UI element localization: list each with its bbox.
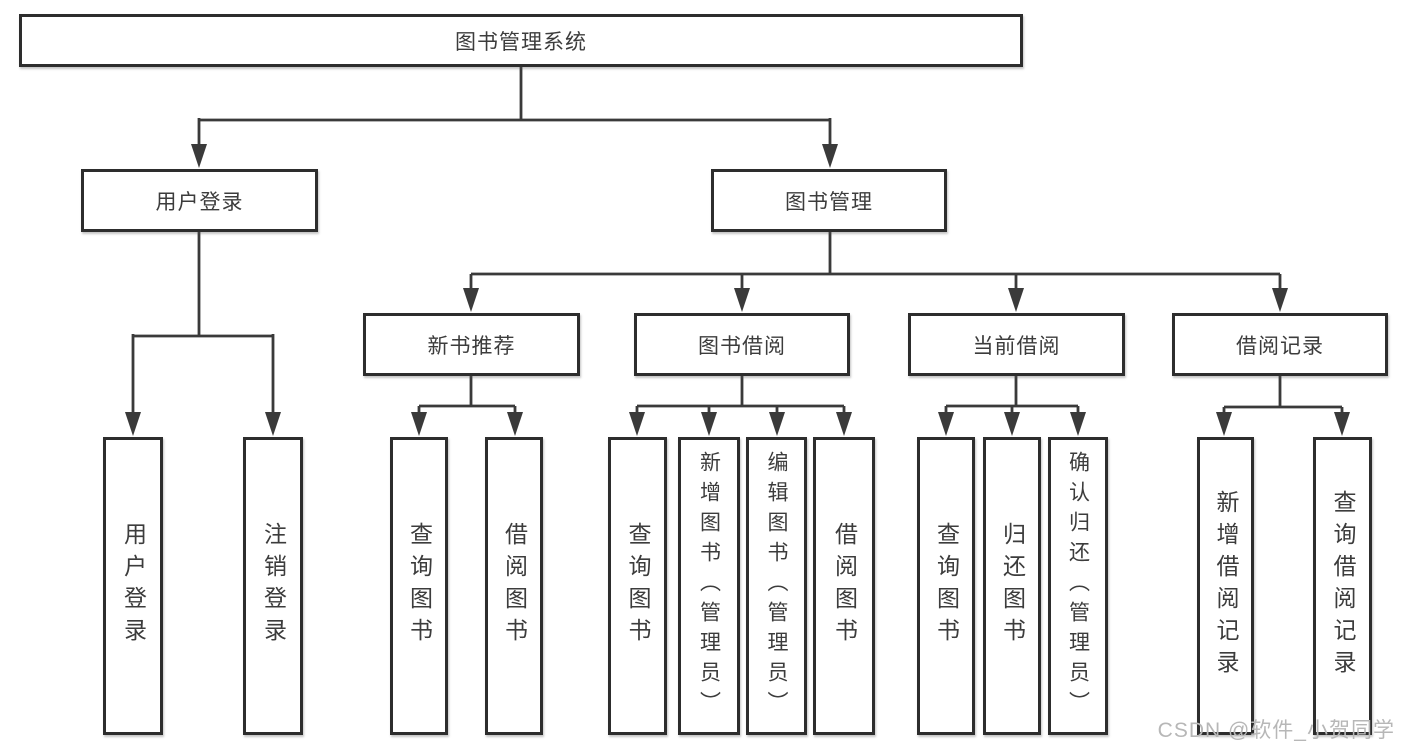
node-book-management: 图书管理 <box>711 169 947 232</box>
node-user-login: 用户登录 <box>81 169 318 232</box>
connector-book-mgmt-to-groups <box>469 232 1282 296</box>
connector-records-to-leaves <box>1222 376 1344 420</box>
leaf-logout-label: 注销登录 <box>260 522 287 650</box>
node-new-book-recommend-label: 新书推荐 <box>427 334 516 358</box>
leaf-borrowing-add-admin: 新增图书（管理员） <box>678 437 740 735</box>
node-current-borrowing: 当前借阅 <box>908 313 1125 376</box>
node-root-label: 图书管理系统 <box>455 30 587 54</box>
leaf-borrowing-edit-admin-label: 编辑图书（管理员） <box>765 451 788 721</box>
connector-root-to-level2 <box>197 67 832 151</box>
node-book-borrowing: 图书借阅 <box>634 313 850 376</box>
leaf-newbooks-borrow-label: 借阅图书 <box>501 522 528 650</box>
leaf-records-add: 新增借阅记录 <box>1197 437 1254 735</box>
leaf-borrowing-borrow-label: 借阅图书 <box>831 522 858 650</box>
leaf-newbooks-borrow: 借阅图书 <box>485 437 543 735</box>
leaf-current-return: 归还图书 <box>983 437 1041 735</box>
leaf-current-confirm-return-admin: 确认归还（管理员） <box>1048 437 1108 735</box>
node-root: 图书管理系统 <box>19 14 1023 67</box>
connector-current-to-leaves <box>944 376 1080 420</box>
node-borrowing-records: 借阅记录 <box>1172 313 1388 376</box>
leaf-borrowing-edit-admin: 编辑图书（管理员） <box>746 437 807 735</box>
node-user-login-label: 用户登录 <box>155 190 244 214</box>
leaf-borrowing-query: 查询图书 <box>608 437 667 735</box>
leaf-records-query: 查询借阅记录 <box>1313 437 1372 735</box>
leaf-borrowing-borrow: 借阅图书 <box>813 437 875 735</box>
leaf-current-return-label: 归还图书 <box>999 522 1026 650</box>
leaf-current-query-label: 查询图书 <box>933 522 960 650</box>
leaf-logout: 注销登录 <box>243 437 303 735</box>
connector-borrowing-to-leaves <box>635 376 846 420</box>
leaf-current-query: 查询图书 <box>917 437 975 735</box>
leaf-newbooks-query-label: 查询图书 <box>406 522 433 650</box>
leaf-newbooks-query: 查询图书 <box>390 437 448 735</box>
node-borrowing-records-label: 借阅记录 <box>1236 334 1324 358</box>
leaf-borrowing-add-admin-label: 新增图书（管理员） <box>697 451 721 721</box>
watermark: CSDN @软件_小贺同学 <box>1157 719 1395 742</box>
leaf-records-query-label: 查询借阅记录 <box>1330 490 1356 682</box>
node-current-borrowing-label: 当前借阅 <box>972 334 1061 358</box>
connector-new-books-to-leaves <box>417 376 517 420</box>
leaf-records-add-label: 新增借阅记录 <box>1213 490 1239 682</box>
leaf-user-login: 用户登录 <box>103 437 163 735</box>
node-book-borrowing-label: 图书借阅 <box>698 334 786 358</box>
leaf-borrowing-query-label: 查询图书 <box>625 522 651 650</box>
leaf-user-login-label: 用户登录 <box>120 522 147 650</box>
connector-user-login-to-leaves <box>131 232 275 419</box>
leaf-current-confirm-return-admin-label: 确认归还（管理员） <box>1066 451 1090 721</box>
node-new-book-recommend: 新书推荐 <box>363 313 580 376</box>
node-book-management-label: 图书管理 <box>785 190 873 214</box>
